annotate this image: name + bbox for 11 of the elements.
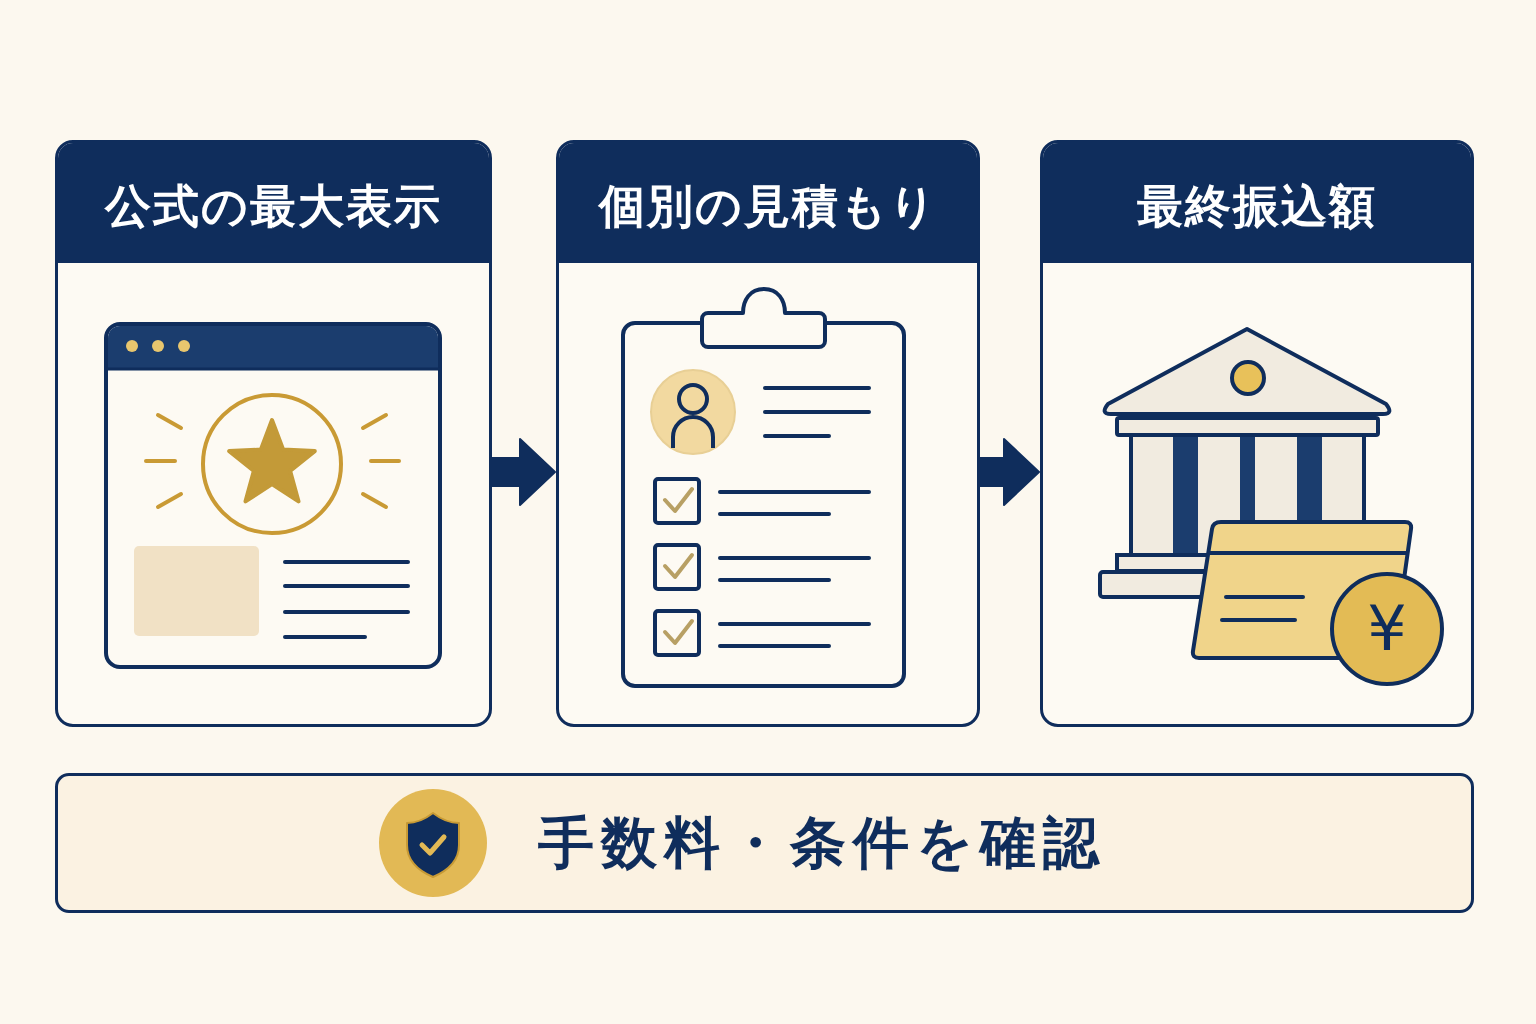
yen-sign: ¥ [1366, 594, 1408, 664]
card-header: 最終振込額 [1043, 143, 1471, 263]
step-card [1040, 140, 1474, 727]
step-card [556, 140, 980, 727]
card-header: 公式の最大表示 [58, 143, 489, 263]
card-header: 個別の見積もり [559, 143, 977, 263]
note-banner [55, 773, 1474, 913]
arrow [492, 438, 556, 506]
arrow [980, 438, 1040, 506]
banner-text: 手数料・条件を確認 [537, 815, 1106, 871]
step-card [55, 140, 492, 727]
